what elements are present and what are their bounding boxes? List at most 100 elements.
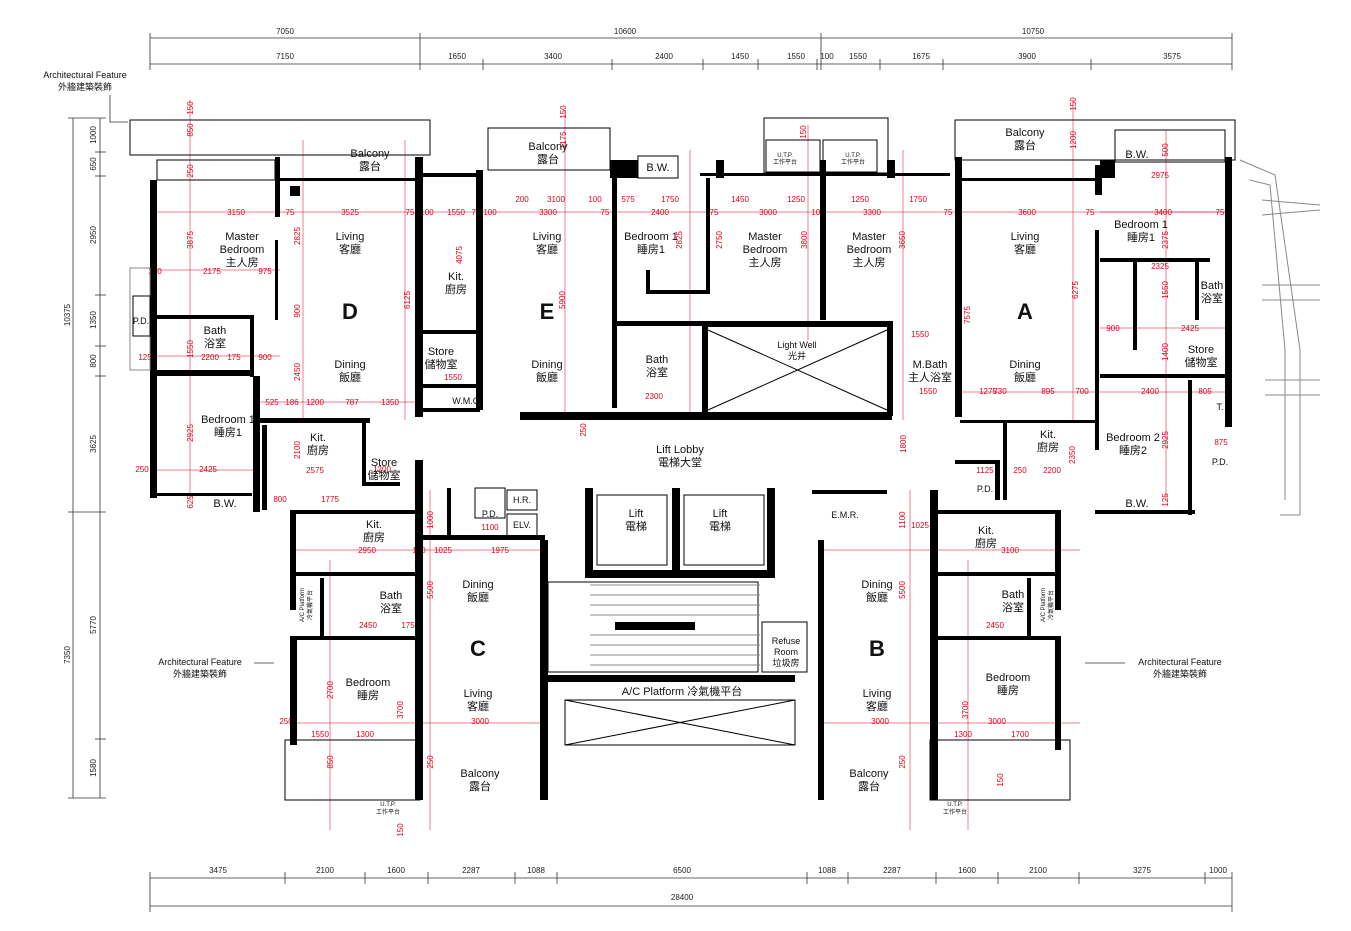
svg-text:4075: 4075 xyxy=(455,246,464,264)
svg-text:75: 75 xyxy=(710,208,719,217)
svg-text:900: 900 xyxy=(258,353,272,362)
svg-text:125: 125 xyxy=(138,353,152,362)
svg-text:3150: 3150 xyxy=(227,208,245,217)
svg-text:客廳: 客廳 xyxy=(339,242,361,256)
svg-text:客廳: 客廳 xyxy=(467,699,489,713)
svg-text:2450: 2450 xyxy=(359,621,377,630)
svg-text:3700: 3700 xyxy=(961,701,970,719)
svg-text:1350: 1350 xyxy=(381,398,399,407)
label-mbath-a: M.Bath xyxy=(913,359,948,371)
unit-letter-c: C xyxy=(470,636,486,661)
dim-bottom: 2287 xyxy=(462,866,480,875)
svg-text:1550: 1550 xyxy=(186,340,195,358)
dim-top-inner: 7150 xyxy=(276,52,294,61)
svg-text:2975: 2975 xyxy=(1151,171,1169,180)
svg-text:廚房: 廚房 xyxy=(445,282,467,296)
svg-text:廚房: 廚房 xyxy=(975,536,997,550)
dim-left: 3625 xyxy=(89,435,98,453)
dim-top-outer-1: 7050 xyxy=(276,27,294,36)
svg-text:1550: 1550 xyxy=(911,330,929,339)
svg-text:1550: 1550 xyxy=(447,208,465,217)
label-ac-platform: A/C Platform 冷氣機平台 xyxy=(622,684,742,698)
svg-text:飯廳: 飯廳 xyxy=(866,590,888,604)
svg-text:工作平台: 工作平台 xyxy=(841,158,865,166)
svg-text:客廳: 客廳 xyxy=(1014,242,1036,256)
label-bedroom1-e: Bedroom 1 xyxy=(624,231,678,243)
svg-text:250: 250 xyxy=(898,755,907,769)
svg-text:2750: 2750 xyxy=(715,231,724,249)
svg-text:7575: 7575 xyxy=(963,306,972,324)
svg-text:75: 75 xyxy=(406,208,415,217)
label-store-d: Store xyxy=(371,457,397,469)
svg-text:150: 150 xyxy=(799,125,808,139)
svg-text:Bedroom: Bedroom xyxy=(743,244,788,256)
svg-text:175: 175 xyxy=(401,621,415,630)
svg-text:2175: 2175 xyxy=(203,267,221,276)
svg-text:150: 150 xyxy=(396,823,405,837)
svg-text:100: 100 xyxy=(420,208,434,217)
svg-text:Bedroom: Bedroom xyxy=(220,244,265,256)
label-ac-side-b: A/C Platform xyxy=(1041,588,1047,622)
dim-top-inner: 1550 xyxy=(787,52,805,61)
svg-text:3300: 3300 xyxy=(539,208,557,217)
svg-text:2950: 2950 xyxy=(358,546,376,555)
svg-text:3300: 3300 xyxy=(863,208,881,217)
label-living-c: Living xyxy=(464,688,493,700)
dim-bottom: 2287 xyxy=(883,866,901,875)
label-bedroom-c: Bedroom xyxy=(346,677,391,689)
svg-text:805: 805 xyxy=(1198,387,1212,396)
dim-bottom: 3475 xyxy=(209,866,227,875)
svg-text:工作平台: 工作平台 xyxy=(376,808,400,816)
svg-text:2425: 2425 xyxy=(1181,324,1199,333)
svg-text:500: 500 xyxy=(1161,143,1170,157)
svg-text:150: 150 xyxy=(186,101,195,115)
dim-left-outer: 10375 xyxy=(63,303,72,326)
svg-text:1200: 1200 xyxy=(306,398,324,407)
svg-text:3525: 3525 xyxy=(341,208,359,217)
red-dimension-grid xyxy=(150,100,1232,830)
svg-text:2925: 2925 xyxy=(186,424,195,442)
svg-text:1175: 1175 xyxy=(559,131,568,149)
label-pd-lobby-left: P.D. xyxy=(482,509,498,519)
svg-text:250: 250 xyxy=(579,423,588,437)
svg-text:150: 150 xyxy=(996,773,1005,787)
dim-bottom: 1088 xyxy=(527,866,545,875)
svg-text:1450: 1450 xyxy=(731,195,749,204)
svg-text:工作平台: 工作平台 xyxy=(773,158,797,166)
svg-text:光井: 光井 xyxy=(788,350,806,361)
unit-letter-a: A xyxy=(1017,299,1033,324)
label-wmc: W.M.C. xyxy=(452,396,482,406)
svg-text:1025: 1025 xyxy=(434,546,452,555)
svg-text:1975: 1975 xyxy=(491,546,509,555)
svg-text:5900: 5900 xyxy=(558,291,567,309)
svg-text:150: 150 xyxy=(1069,97,1078,111)
svg-text:2450: 2450 xyxy=(293,363,302,381)
svg-text:飯廳: 飯廳 xyxy=(467,590,489,604)
svg-text:露台: 露台 xyxy=(537,152,559,166)
label-bath-c: Bath xyxy=(380,590,403,602)
dim-bottom: 1600 xyxy=(958,866,976,875)
svg-text:895: 895 xyxy=(1041,387,1055,396)
svg-text:飯廳: 飯廳 xyxy=(339,370,361,384)
svg-text:100: 100 xyxy=(483,208,497,217)
label-kit-c: Kit. xyxy=(366,519,382,531)
svg-text:6125: 6125 xyxy=(403,291,412,309)
svg-text:625: 625 xyxy=(186,495,195,509)
unit-letter-b: B xyxy=(869,636,885,661)
svg-text:1125: 1125 xyxy=(976,466,994,475)
svg-text:2400: 2400 xyxy=(1141,387,1159,396)
dim-left: 1580 xyxy=(89,759,98,777)
arch-feature-zh: 外牆建築裝飾 xyxy=(173,668,227,679)
label-bedroom1-d: Bedroom 1 xyxy=(201,414,255,426)
svg-text:250: 250 xyxy=(1013,466,1027,475)
svg-text:850: 850 xyxy=(186,123,195,137)
svg-text:儲物室: 儲物室 xyxy=(1185,355,1218,369)
label-balcony-c: Balcony xyxy=(460,768,500,780)
svg-text:2300: 2300 xyxy=(645,392,663,401)
svg-text:廚房: 廚房 xyxy=(1037,440,1059,454)
svg-text:100: 100 xyxy=(811,208,825,217)
svg-text:3100: 3100 xyxy=(547,195,565,204)
label-utp-e: U.T.P. xyxy=(777,153,793,159)
svg-text:睡房2: 睡房2 xyxy=(1119,444,1147,457)
svg-text:1750: 1750 xyxy=(909,195,927,204)
